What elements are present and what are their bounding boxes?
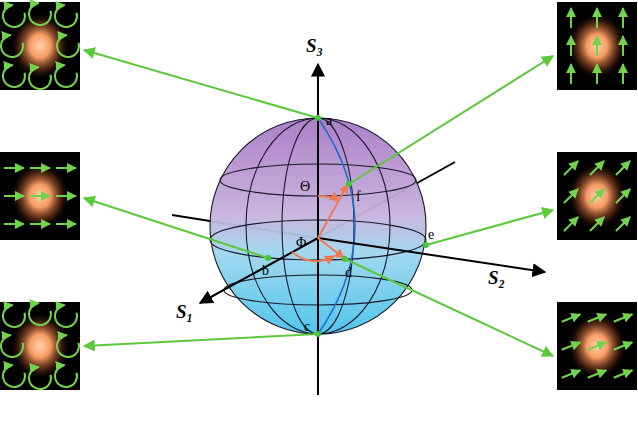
axis-label: S₃ [306,36,323,55]
polarization-panel [557,152,637,240]
point-label: b [262,264,269,278]
angle-label: Θ [300,180,310,194]
point-label: f [356,190,361,204]
angle-label: Φ [296,236,306,250]
angle-arrows [292,184,348,261]
point-label: e [428,228,434,242]
polarization-panel [0,2,80,90]
axis-label: S₁ [176,302,193,321]
leader-lines [84,50,553,356]
polarization-panel [557,302,637,390]
meridian [318,118,355,334]
point-label: c [304,320,310,334]
s3-axis [317,64,319,395]
axis-label: S₂ [488,268,505,287]
point-label: d [345,266,352,280]
point-label: a [326,114,332,128]
polarization-panel [0,302,80,390]
beam-panels [0,2,637,390]
polarization-panel [0,152,80,240]
polarization-panel [557,2,637,90]
